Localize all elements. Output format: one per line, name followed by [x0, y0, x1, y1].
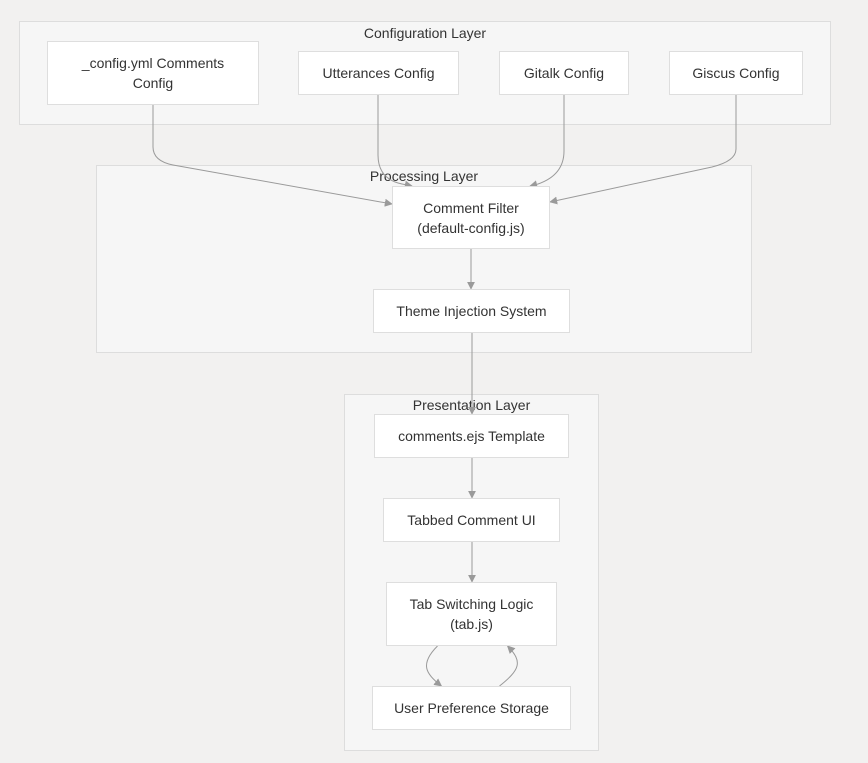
node-label-giscus-config: Giscus Config [692, 65, 780, 81]
node-comment-filter[interactable]: Comment Filter (default-config.js) [392, 186, 550, 249]
node-tabbed-ui[interactable]: Tabbed Comment UI [383, 498, 560, 542]
node-label-config-yml: _config.yml Comments Config [81, 55, 225, 91]
node-gitalk-config[interactable]: Gitalk Config [499, 51, 629, 95]
node-giscus-config[interactable]: Giscus Config [669, 51, 803, 95]
node-label-tab-switching: Tab Switching Logic (tab.js) [409, 596, 534, 632]
node-tab-switching[interactable]: Tab Switching Logic (tab.js) [386, 582, 557, 646]
node-label-tabbed-ui: Tabbed Comment UI [407, 512, 536, 528]
node-utterances-config[interactable]: Utterances Config [298, 51, 459, 95]
node-label-comment-filter: Comment Filter (default-config.js) [417, 199, 525, 236]
node-label-comments-template: comments.ejs Template [398, 428, 545, 444]
node-theme-injection[interactable]: Theme Injection System [373, 289, 570, 333]
node-label-theme-injection: Theme Injection System [396, 303, 547, 319]
node-label-user-preference: User Preference Storage [394, 700, 549, 716]
node-label-gitalk-config: Gitalk Config [523, 65, 605, 81]
cluster-label-configuration-layer: Configuration Layer [363, 25, 487, 41]
node-comments-template[interactable]: comments.ejs Template [374, 414, 569, 458]
cluster-label-presentation-layer: Presentation Layer [412, 397, 531, 413]
node-config-yml[interactable]: _config.yml Comments Config [47, 41, 259, 105]
node-user-preference[interactable]: User Preference Storage [372, 686, 571, 730]
node-label-utterances-config: Utterances Config [322, 65, 435, 81]
cluster-label-processing-layer: Processing Layer [369, 168, 479, 184]
